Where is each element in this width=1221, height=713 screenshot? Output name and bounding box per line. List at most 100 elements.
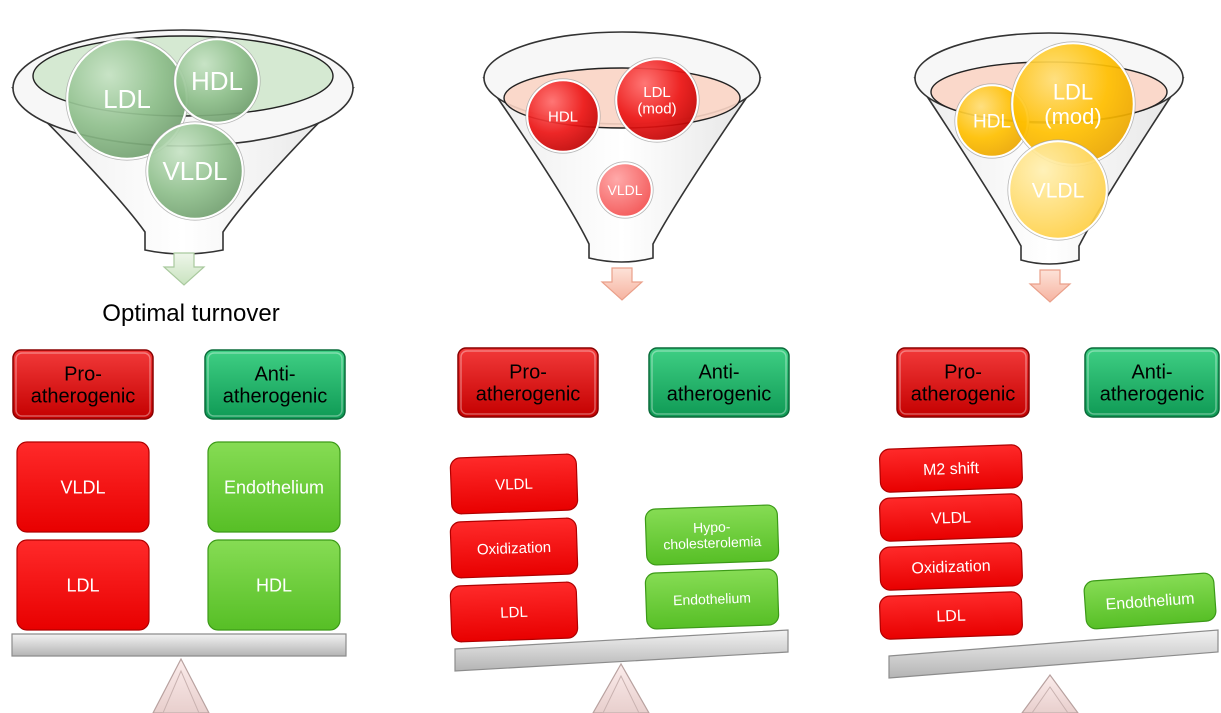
bubble-label: HDL (191, 66, 243, 96)
bubble-label: VLDL (162, 156, 227, 186)
stack-block: VLDL (879, 493, 1023, 542)
stack-block-label: Oxidization (911, 558, 991, 578)
stack-block-label: VLDL (931, 509, 972, 527)
balance-beam (888, 629, 1219, 679)
stack-block-label-line: Oxidization (911, 558, 991, 578)
stack-block-label-line: M2 shift (923, 460, 980, 479)
pro-atherogenic-header-bevel (899, 350, 1027, 415)
pro-atherogenic-header-label-line: Pro- (64, 363, 102, 385)
bubble-label-line: (mod) (637, 101, 676, 118)
pro-atherogenic-header-label-line: atherogenic (911, 384, 1016, 406)
stack-block-label-line: Endothelium (224, 477, 324, 497)
bubble-label-line: (mod) (1044, 104, 1101, 129)
stack-block-rect (879, 542, 1023, 591)
bubble-outline (614, 57, 700, 143)
stack-block-rect (449, 453, 579, 515)
stack-block-rect (644, 568, 780, 630)
pro-atherogenic-header-label: Pro-atherogenic (476, 361, 581, 405)
pro-atherogenic-header-box (457, 347, 599, 418)
stack-block-rect (644, 504, 780, 566)
stack-block-rect (207, 441, 341, 533)
anti-atherogenic-header-label-line: Anti- (1131, 361, 1172, 383)
panel-1: LDLHDLVLDLPro-atherogenicAnti-atherogeni… (11, 29, 355, 713)
bubble-circle (173, 37, 261, 125)
pro-atherogenic-header-box (896, 347, 1030, 418)
stack-block: LDL (16, 539, 150, 631)
stack-block-label-line: LDL (66, 575, 99, 595)
stack-block-label-line: Hypo- (693, 518, 731, 535)
lipoprotein-bubble: LDL(mod) (1010, 41, 1136, 167)
stack-block: LDL (879, 591, 1023, 640)
bubble-circle (596, 161, 654, 219)
stack-block-label-line: HDL (256, 575, 292, 595)
bubble-label-line: VLDL (162, 156, 227, 186)
pro-atherogenic-header-label-line: Pro- (944, 361, 982, 383)
bubble-label: LDL(mod) (1044, 79, 1101, 129)
stack-block: LDL (449, 581, 579, 643)
stack-block-label-line: LDL (936, 608, 966, 626)
pro-atherogenic-stack: VLDL LDL (16, 441, 150, 631)
bubble-label: VLDL (1032, 179, 1085, 202)
funnel (482, 31, 762, 263)
stack-block-rect (207, 539, 341, 631)
stack-block-label-line: LDL (500, 604, 528, 622)
bubble-outline (1007, 139, 1109, 241)
fulcrum-inner (602, 674, 640, 713)
anti-atherogenic-header: Anti-atherogenic (1084, 347, 1220, 418)
stack-block-label: VLDL (60, 477, 105, 497)
pro-atherogenic-header-label-line: atherogenic (31, 386, 136, 408)
bubble-label-line: VLDL (607, 182, 642, 198)
bubble-label: VLDL (607, 182, 642, 198)
bubble-label: LDL(mod) (637, 84, 676, 118)
balance-beam (11, 633, 347, 657)
bubble-label-line: LDL (643, 84, 671, 101)
stack-block-rect (449, 517, 579, 579)
stack-block: Endothelium (1083, 572, 1217, 630)
stack-block-label: LDL (500, 604, 528, 622)
lipoprotein-bubble: VLDL (596, 161, 654, 219)
fulcrum-inner (162, 669, 200, 713)
anti-atherogenic-header-label-line: Anti- (698, 361, 739, 383)
anti-atherogenic-stack: Endothelium (1083, 572, 1217, 630)
panel-3: HDLLDL(mod)VLDLPro-atherogenicAnti-ather… (879, 32, 1220, 713)
stack-block-label: Hypo-cholesterolemia (662, 517, 761, 552)
pro-atherogenic-header-box (12, 349, 154, 420)
caption: Optimal turnover (102, 300, 280, 327)
stack-block-label-line: VLDL (931, 509, 972, 527)
stack-block: Oxidization (879, 542, 1023, 591)
stack-block-label: Oxidization (477, 539, 552, 559)
anti-atherogenic-header-label-line: atherogenic (223, 386, 328, 408)
pro-atherogenic-header-label-line: atherogenic (476, 384, 581, 406)
bubble-outline (596, 161, 654, 219)
anti-atherogenic-header-box (204, 349, 346, 420)
anti-atherogenic-header-bevel (207, 352, 343, 417)
stack-block-label-line: Endothelium (673, 590, 751, 609)
pro-atherogenic-header: Pro-atherogenic (896, 347, 1030, 418)
stack-block-label: Endothelium (673, 590, 751, 609)
anti-atherogenic-header-label-line: atherogenic (1100, 384, 1205, 406)
pro-atherogenic-header-bevel (460, 350, 596, 415)
stack-block-rect (16, 441, 150, 533)
stack-block: Endothelium (644, 568, 780, 630)
stack-block: M2 shift (879, 444, 1023, 493)
stack-block-rect (1083, 572, 1217, 630)
bubble-circle (145, 121, 245, 221)
lipoprotein-bubble: VLDL (1007, 139, 1109, 241)
anti-atherogenic-header-label: Anti-atherogenic (1100, 361, 1205, 405)
pro-atherogenic-header-label: Pro-atherogenic (31, 363, 136, 407)
stack-block-rect (879, 493, 1023, 542)
fulcrum-triangle (152, 657, 210, 713)
stack-block-rect (16, 539, 150, 631)
pro-atherogenic-header: Pro-atherogenic (457, 347, 599, 418)
stack-block-label-line: Endothelium (1105, 591, 1195, 614)
bubble-circle (525, 78, 601, 154)
stack-block-label: HDL (256, 575, 292, 595)
stack-block: VLDL (16, 441, 150, 533)
anti-atherogenic-header-label-line: Anti- (254, 363, 295, 385)
